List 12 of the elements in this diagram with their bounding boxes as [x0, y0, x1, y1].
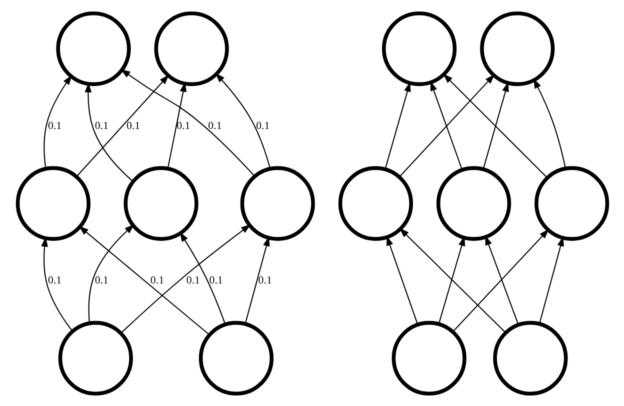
- edge-label: 0.1: [208, 274, 222, 286]
- edge-label: 0.1: [256, 119, 270, 132]
- edge-label: 0.1: [258, 274, 272, 286]
- edge-label: 0.1: [48, 274, 62, 286]
- edge-label: 0.1: [150, 274, 164, 286]
- edge-label: 0.1: [176, 119, 190, 132]
- edge-label: 0.1: [208, 119, 222, 132]
- edge-label: 0.1: [126, 119, 140, 132]
- edge-label: 0.1: [48, 119, 62, 132]
- edge-label: 0.1: [94, 274, 108, 286]
- edge-label: 0.1: [94, 119, 108, 132]
- edge-label: 0.1: [186, 274, 200, 286]
